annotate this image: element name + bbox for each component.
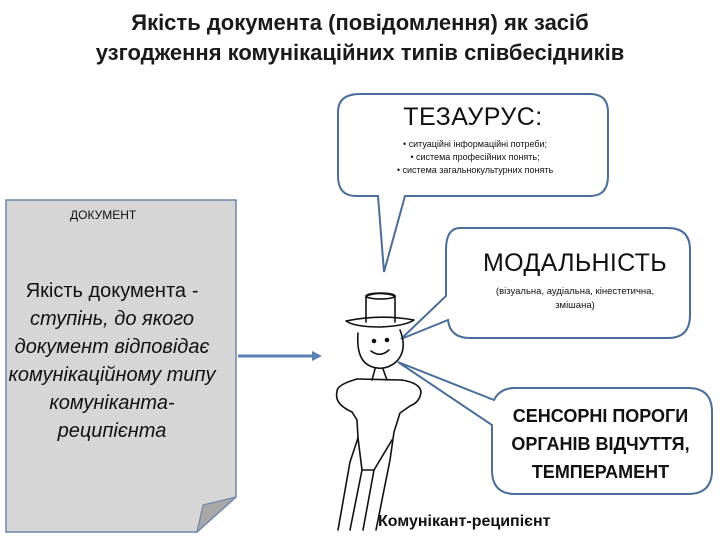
modality-line-2: змішана) — [555, 300, 595, 311]
sensory-line-2: ОРГАНІВ ВІДЧУТТЯ, — [511, 434, 690, 454]
document-label: ДОКУМЕНТ — [70, 208, 137, 222]
title-line-2: узгодження комунікаційних типів співбесі… — [95, 40, 625, 65]
modality-bubble — [400, 227, 691, 340]
document-definition-term: Якість документа — [25, 280, 187, 302]
top-hat-icon — [345, 316, 415, 328]
title-line-1: Якість документа (повідомлення) як засіб — [131, 10, 589, 35]
slide-title: Якість документа (повідомлення) як засіб… — [0, 8, 720, 68]
sensory-bubble — [397, 361, 713, 495]
recipient-label: Комунікант-реципієнт — [378, 513, 551, 530]
thesaurus-heading: ТЕЗАУРУС: — [403, 103, 543, 131]
thesaurus-bubble — [337, 93, 609, 273]
document-definition-body: - ступінь, до якого документ відповідає … — [8, 280, 216, 442]
modality-description: (візуальна, аудіальна, кінестетична, змі… — [470, 285, 680, 313]
thesaurus-item: • система професійних понять; — [410, 152, 540, 162]
thesaurus-item: • ситуаційні інформаційні потреби; — [402, 139, 548, 149]
thesaurus-list: • ситуаційні інформаційні потреби; • сис… — [350, 138, 600, 177]
sensory-text: СЕНСОРНІ ПОРОГИ ОРГАНІВ ВІДЧУТТЯ, ТЕМПЕР… — [488, 402, 713, 486]
stick-figure — [335, 292, 422, 531]
thesaurus-item: • система загальнокультурних понять — [396, 165, 554, 175]
modality-line-1: (візуальна, аудіальна, кінестетична, — [495, 286, 655, 297]
sensory-line-1: СЕНСОРНІ ПОРОГИ — [512, 406, 689, 426]
head-icon — [356, 329, 404, 370]
modality-heading: МОДАЛЬНІСТЬ — [483, 249, 667, 277]
document-shape — [5, 199, 237, 534]
sensory-line-3: ТЕМПЕРАМЕНТ — [531, 462, 670, 482]
document-definition: Якість документа - ступінь, до якого док… — [8, 277, 216, 445]
